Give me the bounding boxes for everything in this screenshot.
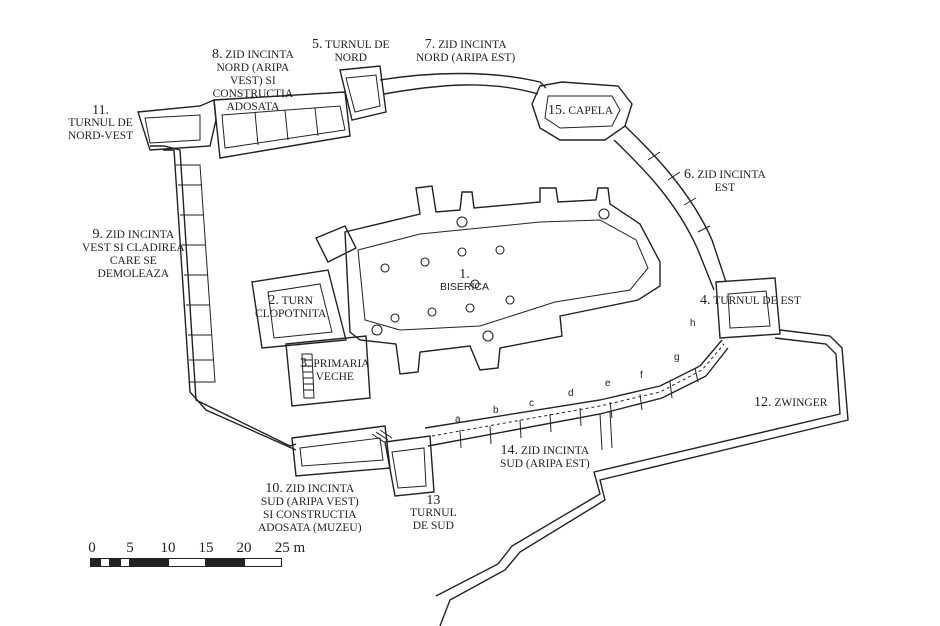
label-south-tower: 13 TURNUL DE SUD — [410, 493, 457, 533]
segment-label: e — [605, 378, 611, 389]
scale-segment — [168, 558, 206, 567]
church — [315, 185, 661, 375]
label-zwinger: 12. ZWINGER — [754, 395, 828, 410]
north-wall-west-wing — [213, 91, 351, 159]
enclosure-wall-west — [150, 145, 297, 451]
scale-bar: 0 5 10 15 20 25 m — [88, 540, 305, 574]
label-church: 1. BISERICA — [440, 267, 490, 294]
south-wall-east-wing — [424, 339, 729, 451]
north-tower — [339, 65, 387, 121]
bell-tower — [251, 269, 347, 349]
scale-segment — [120, 558, 130, 567]
label-west-wall: 9. ZID INCINTA VEST SI CLADIREA CARE SE … — [82, 227, 185, 281]
label-old-town-hall: 3. PRIMARIA VECHE — [300, 356, 370, 384]
scale-segment — [100, 558, 110, 567]
label-south-wall-west: 10. ZID INCINTA SUD (ARIPA VEST) SI CONS… — [258, 481, 362, 535]
scale-segment — [110, 558, 120, 567]
scale-segment — [206, 558, 244, 567]
label-north-tower: 5. TURNUL DE NORD — [312, 37, 390, 65]
label-east-tower: 4. TURNUL DE EST — [700, 293, 801, 308]
segment-label: b — [493, 405, 499, 416]
south-tower — [384, 435, 435, 497]
label-north-wall-east: 7. ZID INCINTA NORD (ARIPA EST) — [416, 37, 516, 65]
scale-segment — [244, 558, 282, 567]
segment-label: g — [674, 352, 680, 363]
segment-label: c — [529, 398, 534, 409]
label-north-west-tower: 11. TURNUL DE NORD-VEST — [68, 103, 134, 143]
segment-label: f — [640, 370, 643, 381]
segment-label: h — [690, 318, 696, 329]
scale-tick-label: 20 — [236, 540, 252, 556]
chapel — [531, 81, 633, 141]
scale-tick-label: 5 — [126, 540, 134, 556]
label-chapel: 15. CAPELA — [548, 103, 614, 118]
segment-label: d — [568, 388, 574, 399]
south-wall-west-wing — [291, 425, 393, 477]
east-tower — [715, 277, 781, 339]
north-west-tower — [137, 98, 217, 151]
label-south-wall-east: 14. ZID INCINTA SUD (ARIPA EST) — [500, 443, 590, 471]
zwinger — [435, 329, 849, 626]
segment-label: a — [455, 414, 461, 425]
label-north-wall-west: 8. ZID INCINTA NORD (ARIPA VEST) SI CONS… — [212, 47, 294, 114]
scale-tick-label: 15 — [198, 540, 214, 556]
scale-tick-label: 0 — [88, 540, 96, 556]
scale-tick-label: 25 m — [274, 540, 306, 556]
enclosure-wall-east — [613, 125, 727, 291]
scale-tick-label: 10 — [160, 540, 176, 556]
scale-segment — [90, 558, 100, 567]
label-bell-tower: 2. TURN CLOPOTNITA — [255, 293, 327, 321]
old-town-hall — [285, 335, 371, 407]
scale-segment — [130, 558, 168, 567]
label-east-wall: 6. ZID INCINTA EST — [684, 167, 766, 195]
north-wall-east-wing — [379, 72, 547, 95]
